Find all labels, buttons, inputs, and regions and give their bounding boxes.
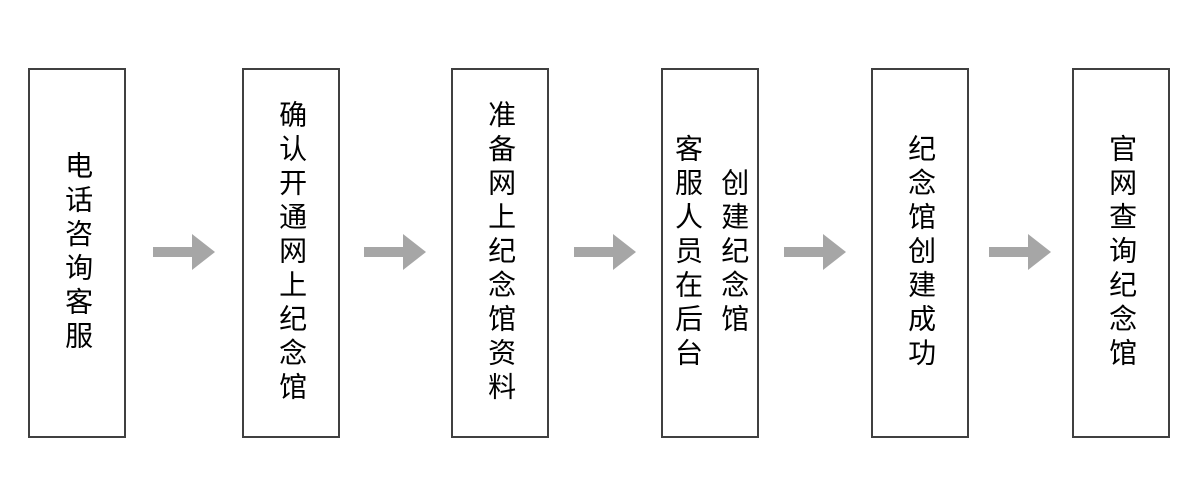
flow-step-label: 电话咨询客服	[62, 151, 94, 355]
arrow-right-icon	[989, 234, 1051, 270]
flow-step-4: 客服人员在后台 创建纪念馆	[661, 68, 759, 438]
flow-step-1: 电话咨询客服	[28, 68, 126, 438]
flow-step-2: 确认开通网上纪念馆	[242, 68, 340, 438]
flow-step-3: 准备网上纪念馆资料	[451, 68, 549, 438]
flow-step-6: 官网查询纪念馆	[1072, 68, 1170, 438]
flow-step-label: 准备网上纪念馆资料	[485, 100, 517, 406]
arrow-right-icon	[784, 234, 846, 270]
flow-step-label: 纪念馆创建成功	[905, 134, 937, 372]
arrow-right-icon	[574, 234, 636, 270]
arrow-right-icon	[153, 234, 215, 270]
arrow-right-icon	[364, 234, 426, 270]
flow-step-5: 纪念馆创建成功	[871, 68, 969, 438]
flow-step-label: 官网查询纪念馆	[1106, 134, 1138, 372]
flow-step-label: 客服人员在后台 创建纪念馆	[672, 134, 750, 372]
flow-step-label: 确认开通网上纪念馆	[276, 100, 308, 406]
